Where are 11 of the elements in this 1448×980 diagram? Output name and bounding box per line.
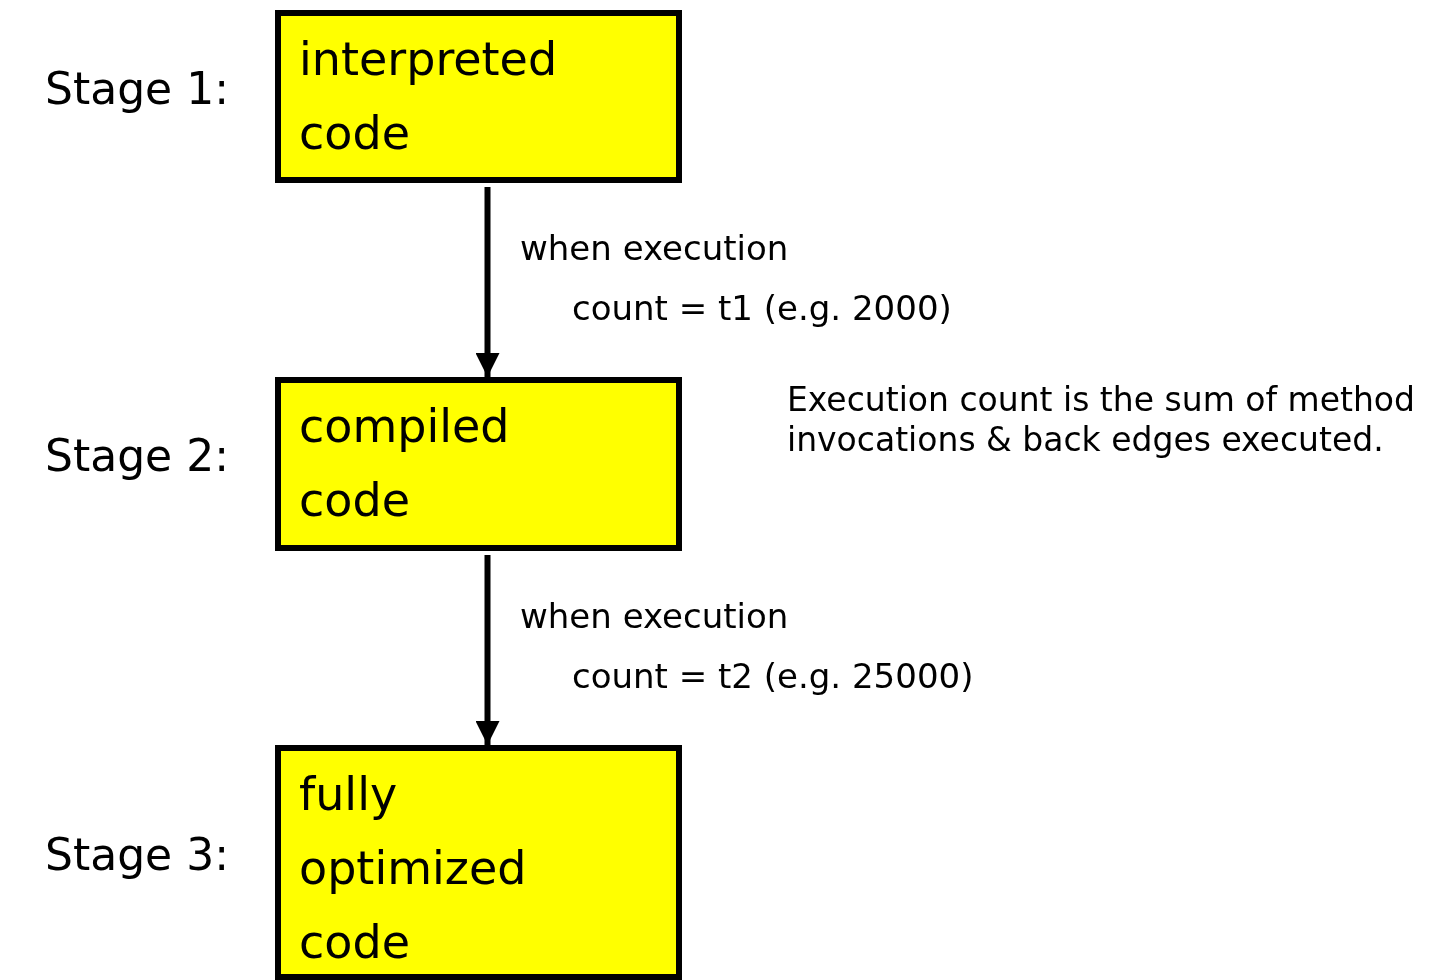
stage-label: Stage 3: (45, 828, 229, 881)
stage-label: Stage 2: (45, 430, 229, 482)
note-text: Execution count is the sum of method invocations & back edges executed. (787, 380, 1416, 460)
edge-label: when execution count = t2 (e.g. 25000) (520, 595, 974, 698)
box-text: compiled code (299, 398, 511, 529)
box-text: interpreted code (299, 31, 559, 162)
edge-label: when execution count = t1 (e.g. 2000) (520, 227, 952, 330)
arrow (475, 555, 500, 745)
box-text: fully optimized code (299, 766, 528, 971)
stage-label: Stage 1: (45, 62, 229, 115)
arrow (475, 187, 500, 377)
